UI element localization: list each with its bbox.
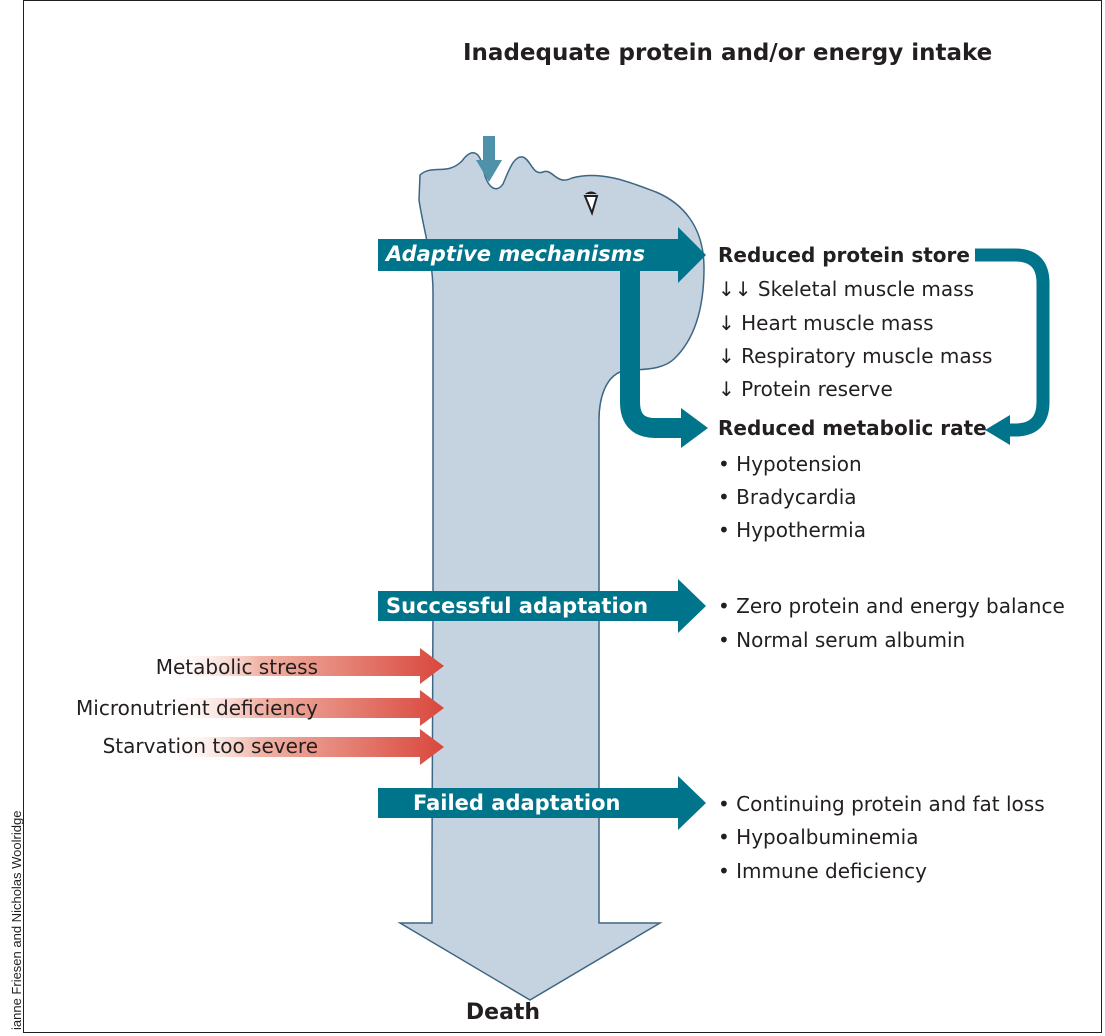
- intake-arrow: [476, 136, 502, 182]
- loop-arrowhead: [985, 415, 1010, 445]
- stress-arrows: [160, 648, 444, 765]
- adaptive-mechanisms-label: Adaptive mechanisms: [386, 242, 646, 266]
- successful-adaptation-label: Successful adaptation: [386, 594, 649, 618]
- protein-to-metabolic-loop-arrow: [975, 248, 1050, 437]
- metabolic-rate-heading: Reduced metabolic rate: [718, 416, 987, 440]
- protein-store-heading: Reduced protein store: [718, 243, 970, 267]
- failed-outcome-item: • Hypoalbuminemia: [718, 825, 919, 849]
- protein-store-item: ↓↓ Skeletal muscle mass: [718, 277, 974, 301]
- stressor-label: Micronutrient deficiency: [76, 696, 318, 720]
- stress-arrow: [160, 729, 444, 765]
- stressor-label: Starvation too severe: [102, 734, 318, 758]
- successful-outcome-item: • Normal serum albumin: [718, 628, 966, 652]
- metabolic-rate-item: • Bradycardia: [718, 485, 857, 509]
- stressor-label: Metabolic stress: [155, 655, 318, 679]
- failed-adaptation-arrow: [378, 776, 706, 830]
- failed-outcome-item: • Continuing protein and fat loss: [718, 792, 1045, 816]
- adaptive-to-metabolic-arrow: [620, 270, 683, 438]
- marker-cap-icon: [585, 191, 597, 194]
- protein-store-item: ↓ Heart muscle mass: [718, 311, 934, 335]
- stress-arrow: [160, 690, 444, 726]
- failed-outcome-item: • Immune deficiency: [718, 859, 927, 883]
- successful-outcome-item: • Zero protein and energy balance: [718, 594, 1065, 618]
- marker-icon: [583, 195, 599, 217]
- failed-adaptation-label: Failed adaptation: [413, 791, 621, 815]
- figure-frame: [23, 0, 1102, 1033]
- outcome-death: Death: [465, 1000, 541, 1025]
- image-credit: ianne Friesen and Nicholas Woolridge: [9, 810, 24, 1030]
- adaptive-mechanisms-arrow: [378, 227, 706, 283]
- protein-store-item: ↓ Protein reserve: [718, 377, 893, 401]
- intake-title: Inadequate protein and/or energy intake: [463, 40, 993, 66]
- metabolic-rate-item: • Hypotension: [718, 452, 862, 476]
- metabolic-rate-item: • Hypothermia: [718, 518, 866, 542]
- protein-store-item: ↓ Respiratory muscle mass: [718, 344, 993, 368]
- stress-arrow: [160, 648, 444, 684]
- successful-adaptation-arrow: [378, 579, 706, 633]
- adaptive-to-metabolic-arrowhead: [681, 408, 708, 448]
- adaptation-body-shape: [397, 152, 705, 1001]
